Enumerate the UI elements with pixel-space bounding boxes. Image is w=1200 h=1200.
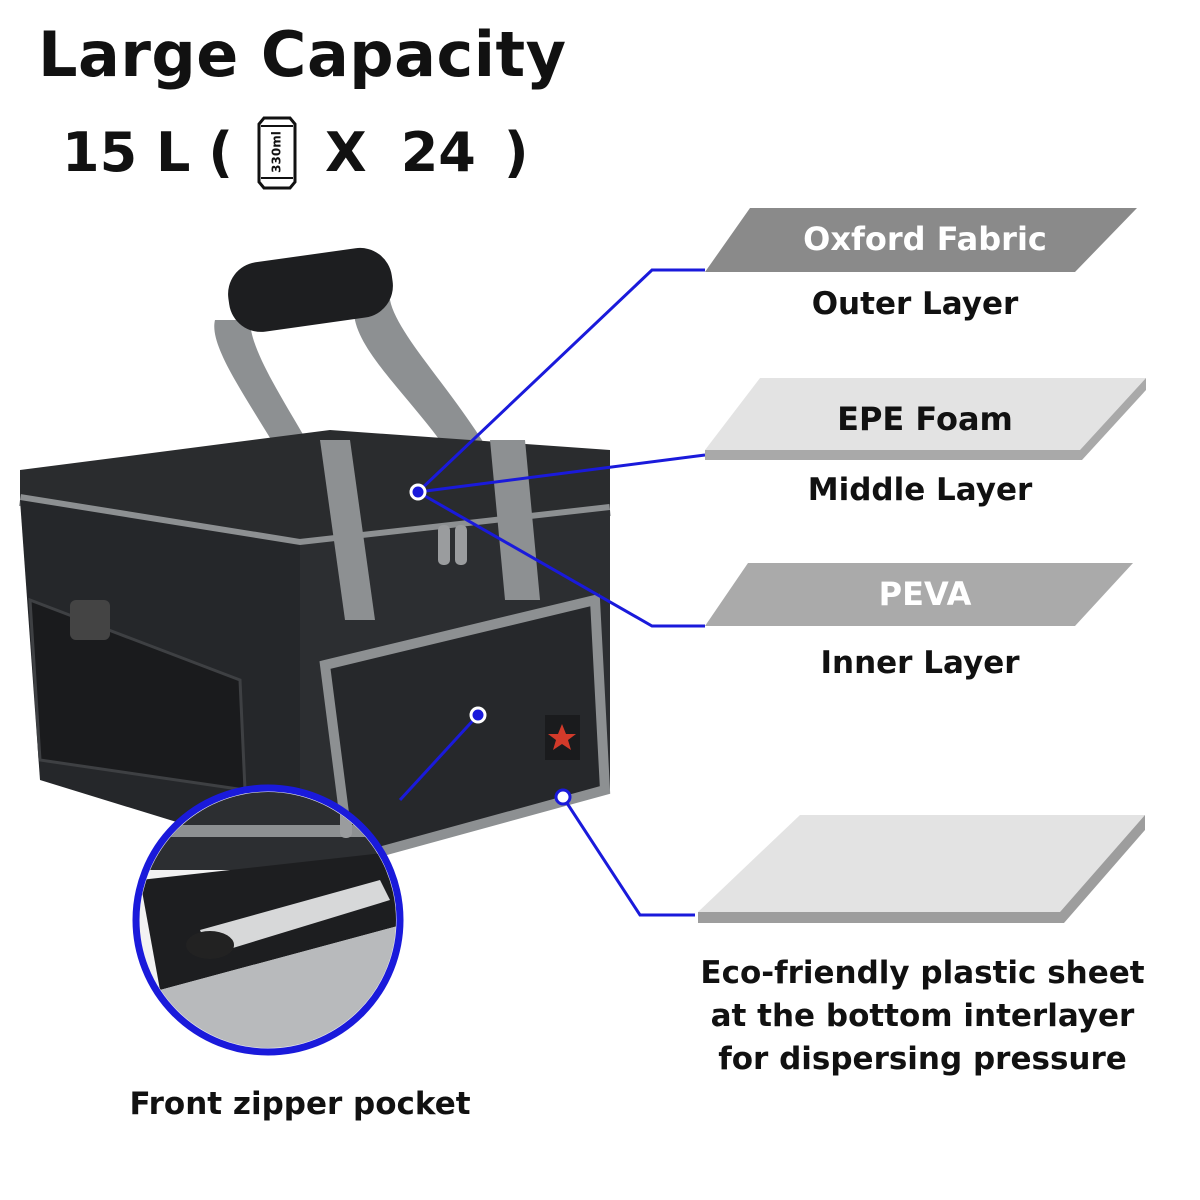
layer-middle: Middle Layer bbox=[807, 472, 1033, 508]
callout-dot bbox=[554, 788, 572, 806]
callout-dot bbox=[409, 483, 427, 501]
layer-outer: Outer Layer bbox=[811, 286, 1019, 322]
caption-line: Eco-friendly plastic sheet bbox=[700, 955, 1145, 991]
layer-inner: Inner Layer bbox=[820, 645, 1020, 681]
can-label: 330ml bbox=[270, 131, 284, 173]
close-paren: ) bbox=[503, 120, 529, 184]
open-paren: ( bbox=[208, 120, 234, 184]
front-strap-left bbox=[320, 440, 375, 620]
peva-band bbox=[705, 563, 1133, 626]
capacity-row: 15 L ( 330ml X 24 ) bbox=[62, 112, 529, 192]
caption-line: at the bottom interlayer bbox=[710, 998, 1135, 1034]
caption-line: for dispersing pressure bbox=[718, 1041, 1127, 1077]
callout-dot bbox=[469, 706, 487, 724]
bottom-sheet-caption: Eco-friendly plastic sheet at the bottom… bbox=[690, 952, 1155, 1081]
handle-grip bbox=[228, 247, 393, 332]
strap-ring bbox=[70, 600, 110, 640]
can-count: 24 bbox=[400, 120, 476, 184]
can-icon: 330ml bbox=[255, 112, 299, 192]
bottom-sheet bbox=[698, 815, 1145, 923]
star-icon bbox=[548, 724, 576, 750]
epe-band bbox=[705, 378, 1146, 460]
material-oxford: Oxford Fabric bbox=[803, 220, 1047, 258]
material-epe: EPE Foam bbox=[837, 400, 1013, 438]
capacity-volume: 15 L bbox=[62, 120, 191, 184]
page-title: Large Capacity bbox=[38, 18, 567, 91]
pocket-caption: Front zipper pocket bbox=[129, 1086, 471, 1122]
times-sign: X bbox=[325, 120, 367, 184]
zipper-pull bbox=[438, 525, 450, 565]
callout-lines bbox=[398, 268, 706, 917]
material-peva: PEVA bbox=[878, 575, 972, 613]
oxford-band bbox=[705, 208, 1137, 272]
zipper-pull bbox=[455, 525, 467, 565]
